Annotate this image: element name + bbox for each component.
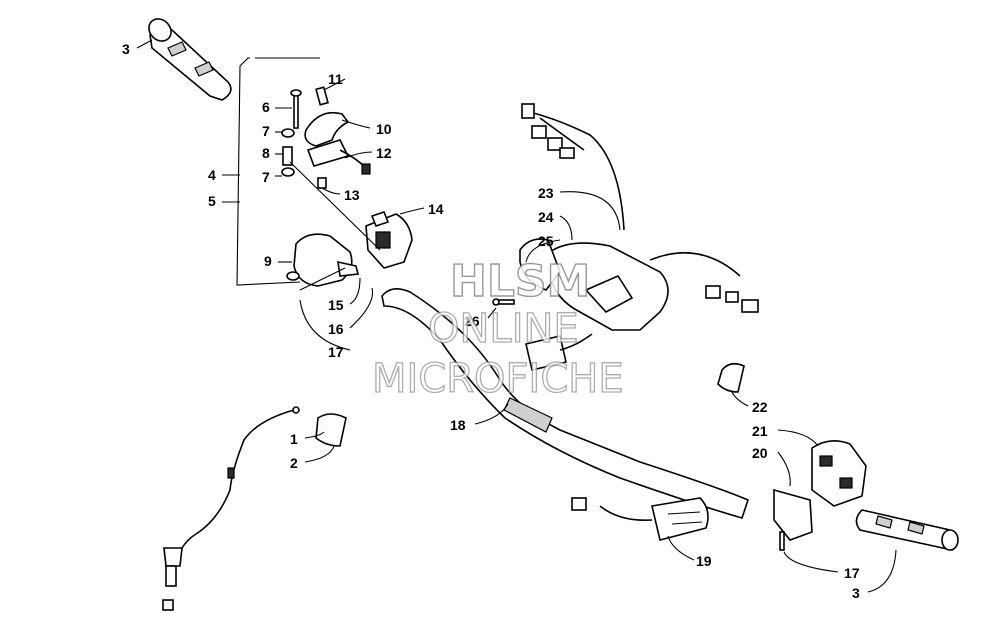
left-control-housing (286, 233, 359, 291)
callout-14: 14 (428, 201, 444, 217)
callout-9: 9 (264, 253, 272, 269)
callout-24: 24 (538, 209, 554, 225)
watermark-line-1: HLSM (450, 256, 590, 307)
callout-13: 13 (344, 187, 360, 203)
wiring-harness (521, 103, 759, 313)
callout-labels: 3 11 6 7 10 8 12 4 7 13 5 14 9 15 16 17 … (122, 41, 860, 601)
callout-7: 7 (262, 123, 270, 139)
callout-16: 16 (328, 321, 344, 337)
callout-12: 12 (376, 145, 392, 161)
right-clamp-ring (717, 362, 745, 393)
watermark: HLSM ONLINE MICROFICHE (371, 255, 624, 402)
callout-17: 17 (328, 344, 344, 360)
left-clamp-ring (315, 413, 347, 447)
right-control-pod (519, 238, 669, 371)
grip-heater-element (571, 497, 709, 541)
throttle-lever (304, 111, 371, 189)
callout-2: 2 (290, 455, 298, 471)
callout-5: 5 (208, 193, 216, 209)
screw (492, 298, 515, 306)
throttle-cable (162, 406, 300, 611)
callout-11: 11 (328, 71, 343, 87)
callout-26: 26 (464, 313, 480, 329)
right-grip (855, 509, 959, 551)
right-mount-bracket (773, 488, 813, 551)
callout-10: 10 (376, 121, 392, 137)
leader-lines (136, 39, 897, 593)
callout-19: 19 (696, 553, 712, 569)
callout-15: 15 (328, 297, 344, 313)
callout-20: 20 (752, 445, 768, 461)
handlebar (381, 288, 749, 519)
callout-1: 1 (290, 431, 298, 447)
callout-7: 7 (262, 169, 270, 185)
brace-bracket (236, 57, 320, 286)
callout-21: 21 (752, 423, 768, 439)
callout-25: 25 (538, 233, 554, 249)
left-grip (148, 18, 232, 101)
callout-6: 6 (262, 99, 270, 115)
callout-3: 3 (122, 41, 130, 57)
callout-23: 23 (538, 185, 554, 201)
callout-4: 4 (208, 167, 216, 183)
watermark-line-2: ONLINE (428, 306, 579, 352)
callout-18: 18 (450, 417, 466, 433)
right-switch-housing (811, 440, 867, 507)
callout-17: 17 (844, 565, 860, 581)
hardware-stack (281, 86, 329, 177)
callout-22: 22 (752, 399, 768, 415)
watermark-line-3: MICROFICHE (372, 356, 624, 402)
callout-3: 3 (852, 585, 860, 601)
callout-8: 8 (262, 145, 270, 161)
brake-lever-assembly (365, 211, 413, 269)
